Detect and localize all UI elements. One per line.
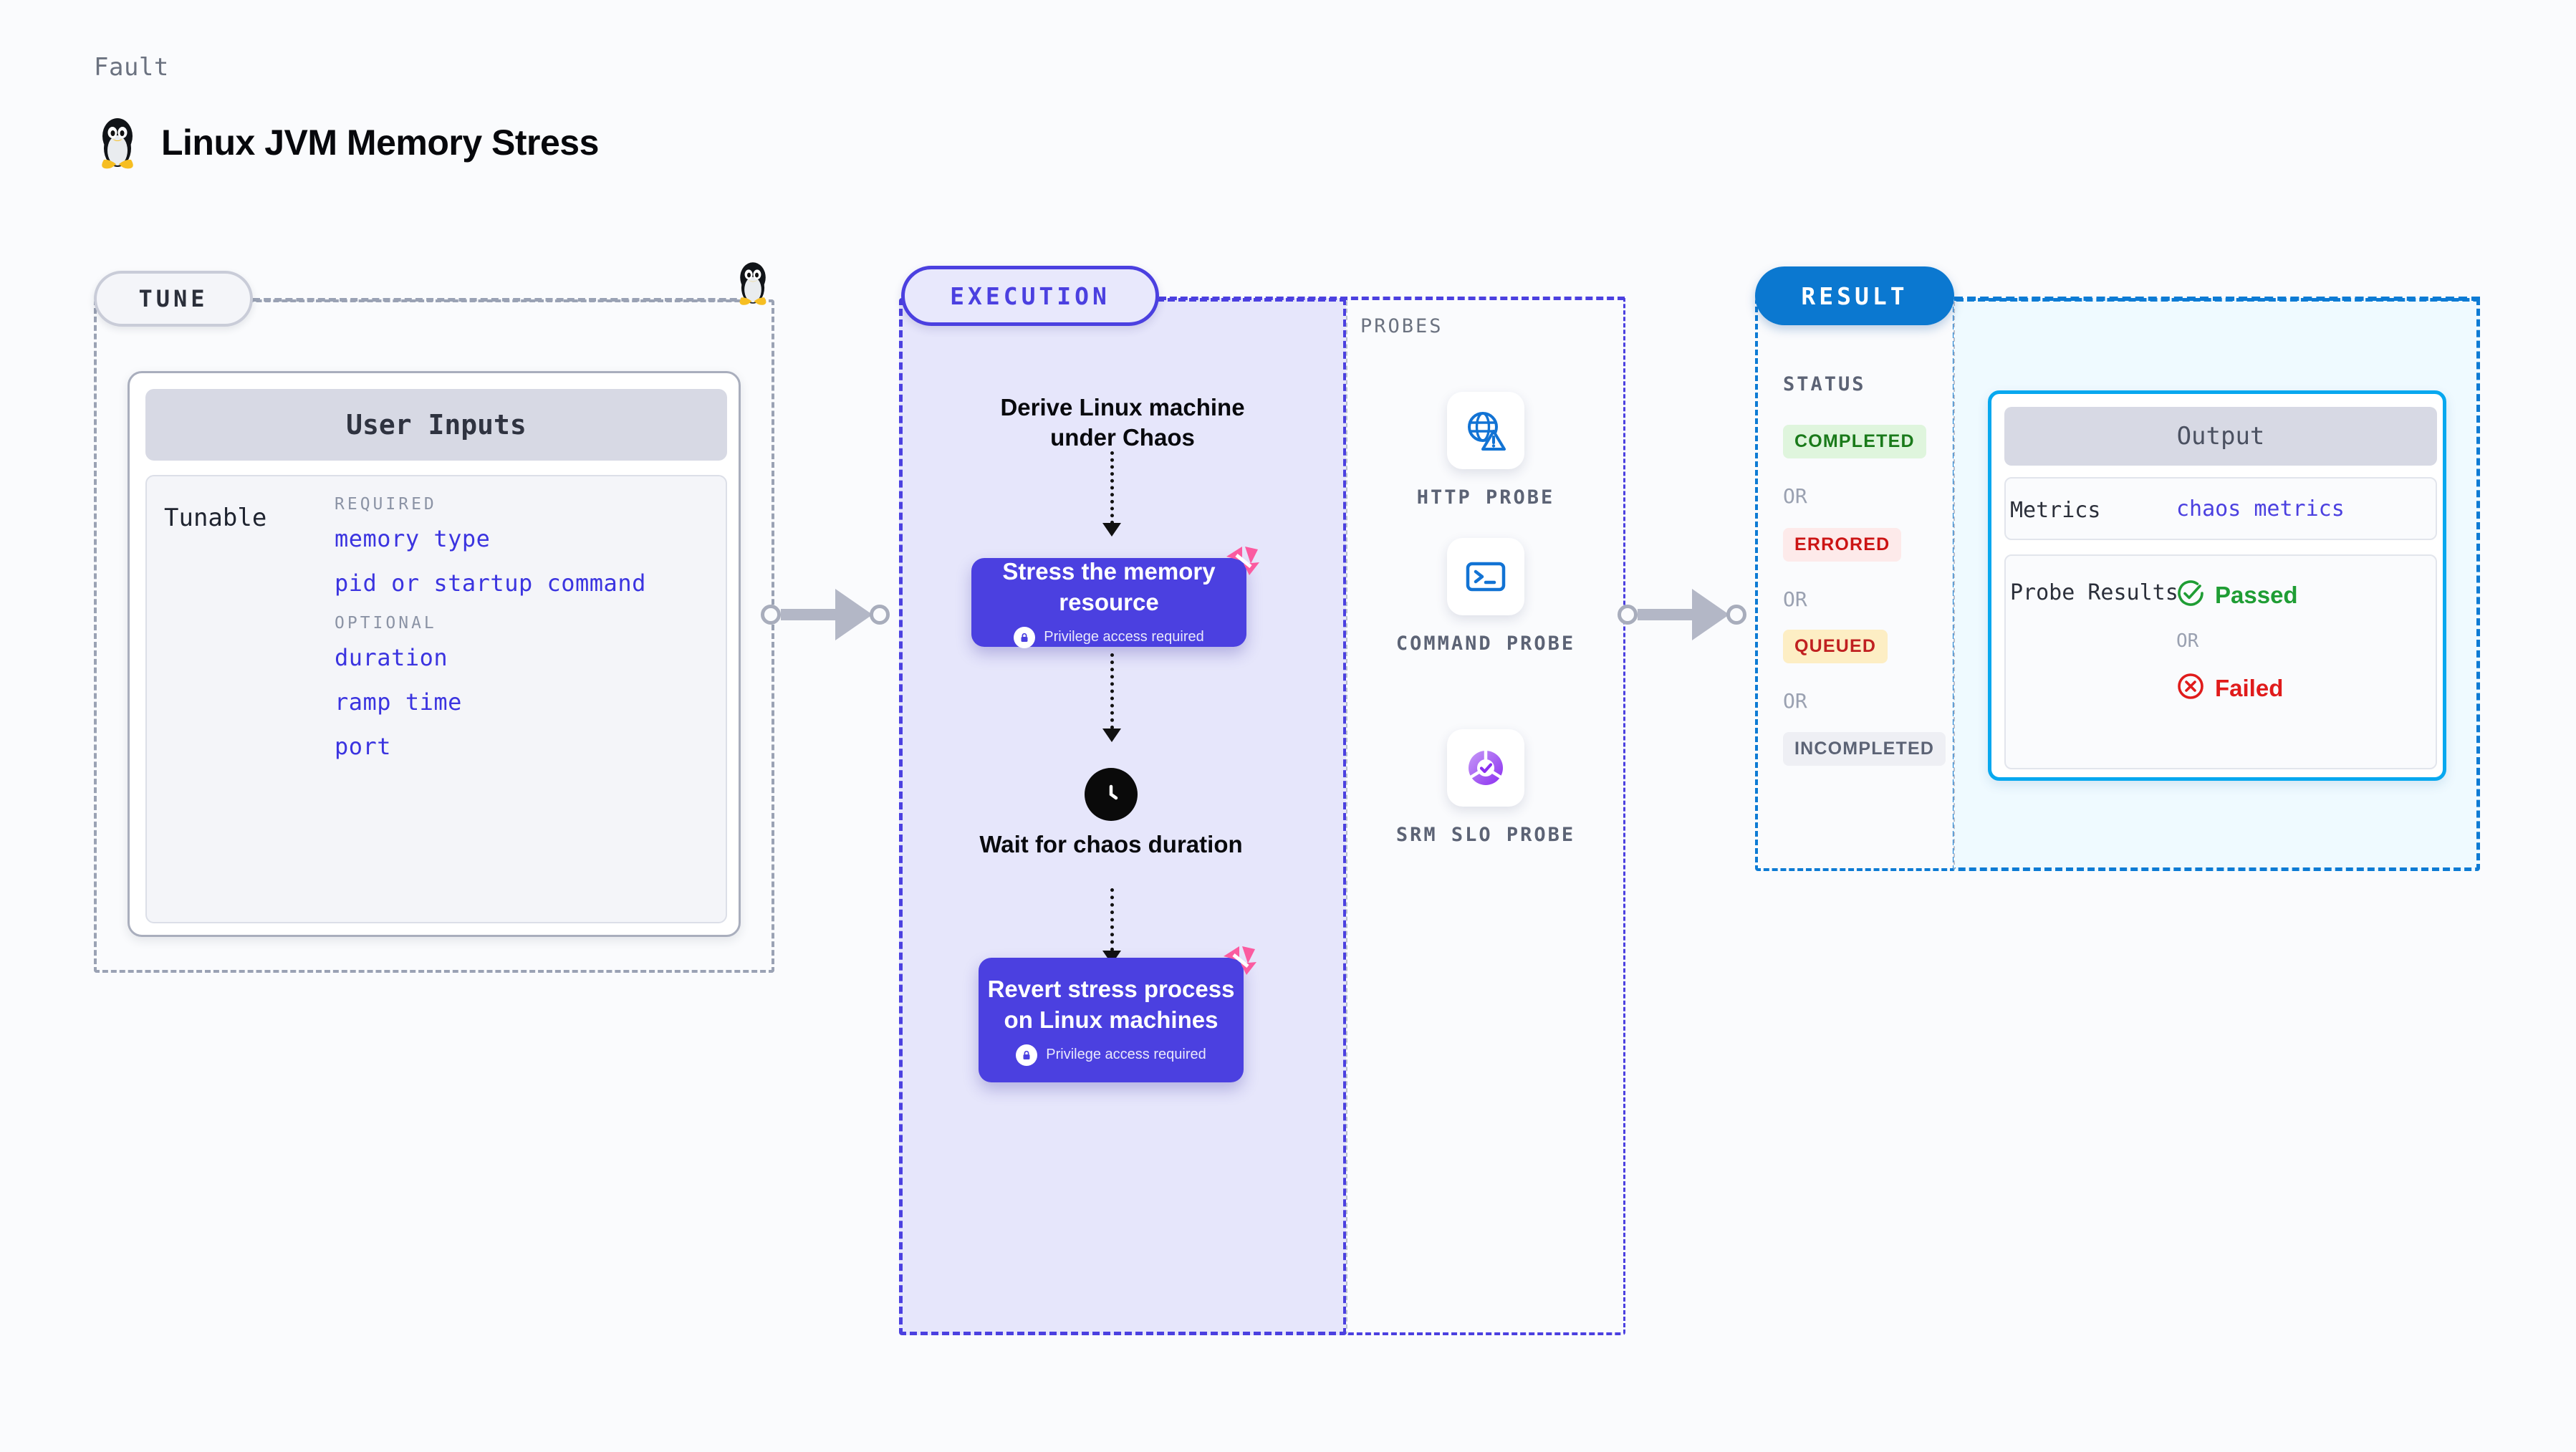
linux-penguin-icon <box>732 259 774 310</box>
node-stress-memory-sub-text: Privilege access required <box>1044 629 1204 645</box>
status-badge-errored: ERRORED <box>1783 528 1902 562</box>
status-badge-queued: QUEUED <box>1783 630 1888 663</box>
node-stress-memory-subtitle: Privilege access required <box>1014 626 1204 648</box>
probe-command[interactable]: COMMAND PROBE <box>1346 538 1625 657</box>
user-inputs-card: User Inputs Tunable REQUIRED memory type… <box>128 371 741 937</box>
probe-http[interactable]: HTTP PROBE <box>1346 392 1625 511</box>
output-probe-results-key: Probe Results <box>2010 580 2178 605</box>
lock-icon <box>1014 626 1036 648</box>
result-badge[interactable]: RESULT <box>1755 266 1954 325</box>
probe-result-failed: Failed <box>2176 672 2283 704</box>
connector-dot-right <box>1726 605 1746 625</box>
output-card: Output Metrics chaos metrics Probe Resul… <box>1988 390 2446 781</box>
flow-line-2 <box>1110 653 1114 729</box>
probes-panel <box>1346 298 1625 1335</box>
probe-result-failed-text: Failed <box>2215 674 2284 701</box>
page-eyebrow: Fault <box>94 53 169 82</box>
probe-http-label: HTTP PROBE <box>1416 486 1555 509</box>
user-inputs-card-body: Tunable REQUIRED memory type pid or star… <box>145 475 727 923</box>
flow-arrow-2 <box>1102 729 1121 742</box>
connector-execution-to-result <box>1618 589 1761 640</box>
tune-dashed-connector <box>253 298 759 302</box>
node-revert-stress-sub-text: Privilege access required <box>1046 1047 1206 1063</box>
clock-icon <box>1085 768 1138 821</box>
probe-command-label: COMMAND PROBE <box>1395 633 1576 655</box>
status-title: STATUS <box>1783 373 1866 395</box>
output-metrics-key: Metrics <box>2010 498 2101 523</box>
field-memory-type[interactable]: memory type <box>335 525 491 552</box>
probe-result-passed-text: Passed <box>2215 581 2298 608</box>
field-ramp-time[interactable]: ramp time <box>335 688 462 716</box>
field-group-optional-title: OPTIONAL <box>335 614 437 633</box>
slo-donut-check-icon <box>1447 729 1524 807</box>
node-revert-stress-subtitle: Privilege access required <box>1016 1044 1206 1066</box>
connector-bar <box>1638 609 1693 620</box>
node-revert-stress[interactable]: Revert stress process on Linux machines … <box>979 946 1256 1082</box>
status-or-2: OR <box>1783 587 1807 611</box>
lock-icon <box>1016 1044 1038 1066</box>
output-card-title: Output <box>2004 407 2437 466</box>
field-group-required-title: REQUIRED <box>335 495 437 514</box>
status-badge-incompleted: INCOMPLETED <box>1783 732 1946 766</box>
field-duration[interactable]: duration <box>335 644 448 671</box>
node-stress-memory-title: Stress the memory resource <box>1002 558 1216 615</box>
field-port[interactable]: port <box>335 733 392 760</box>
page-title: Linux JVM Memory Stress <box>161 122 599 163</box>
execution-dashed-connector <box>1159 297 1625 300</box>
status-or-1: OR <box>1783 484 1807 508</box>
tune-badge[interactable]: TUNE <box>94 271 253 327</box>
flow-line-1 <box>1110 451 1114 524</box>
execution-badge[interactable]: EXECUTION <box>901 266 1159 326</box>
output-metrics-value[interactable]: chaos metrics <box>2176 496 2345 521</box>
linux-penguin-icon <box>94 115 141 170</box>
flow-arrow-1 <box>1102 523 1121 537</box>
check-circle-icon <box>2176 579 2205 611</box>
connector-dot-right <box>870 605 890 625</box>
probes-title: PROBES <box>1360 315 1443 337</box>
harness-logo-icon <box>1218 939 1262 987</box>
page-title-row: Linux JVM Memory Stress <box>94 115 599 170</box>
probe-srm-slo-label: SRM SLO PROBE <box>1395 824 1576 846</box>
status-or-3: OR <box>1783 689 1807 713</box>
result-dashed-connector <box>1954 297 2480 301</box>
status-badge-completed: COMPLETED <box>1783 425 1926 458</box>
probe-srm-slo[interactable]: SRM SLO PROBE <box>1346 729 1625 848</box>
flow-line-3 <box>1110 888 1114 951</box>
connector-tune-to-execution <box>761 589 904 640</box>
connector-arrowhead <box>835 589 873 640</box>
connector-bar <box>781 609 837 620</box>
harness-logo-icon <box>1221 539 1265 587</box>
output-metrics-row <box>2004 477 2437 540</box>
probe-result-or: OR <box>2176 630 2199 652</box>
probe-result-passed: Passed <box>2176 579 2298 611</box>
wait-chaos-duration-label: Wait for chaos duration <box>979 831 1243 857</box>
x-circle-icon <box>2176 672 2205 704</box>
connector-dot-left <box>1618 605 1638 625</box>
user-inputs-card-title: User Inputs <box>145 389 727 461</box>
derive-machine-label: Derive Linux machine under Chaos <box>1000 394 1245 451</box>
tunable-label: Tunable <box>164 504 267 532</box>
tunable-fields: REQUIRED memory type pid or startup comm… <box>335 495 707 777</box>
connector-dot-left <box>761 605 781 625</box>
output-probe-results-row <box>2004 554 2437 769</box>
node-revert-stress-title: Revert stress process on Linux machines <box>987 976 1235 1033</box>
field-pid-or-startup-command[interactable]: pid or startup command <box>335 569 646 597</box>
node-stress-memory[interactable]: Stress the memory resource Privilege acc… <box>971 547 1259 648</box>
terminal-prompt-icon <box>1447 538 1524 615</box>
connector-arrowhead <box>1692 589 1729 640</box>
globe-warning-icon <box>1447 392 1524 469</box>
result-status-panel <box>1755 298 1956 871</box>
